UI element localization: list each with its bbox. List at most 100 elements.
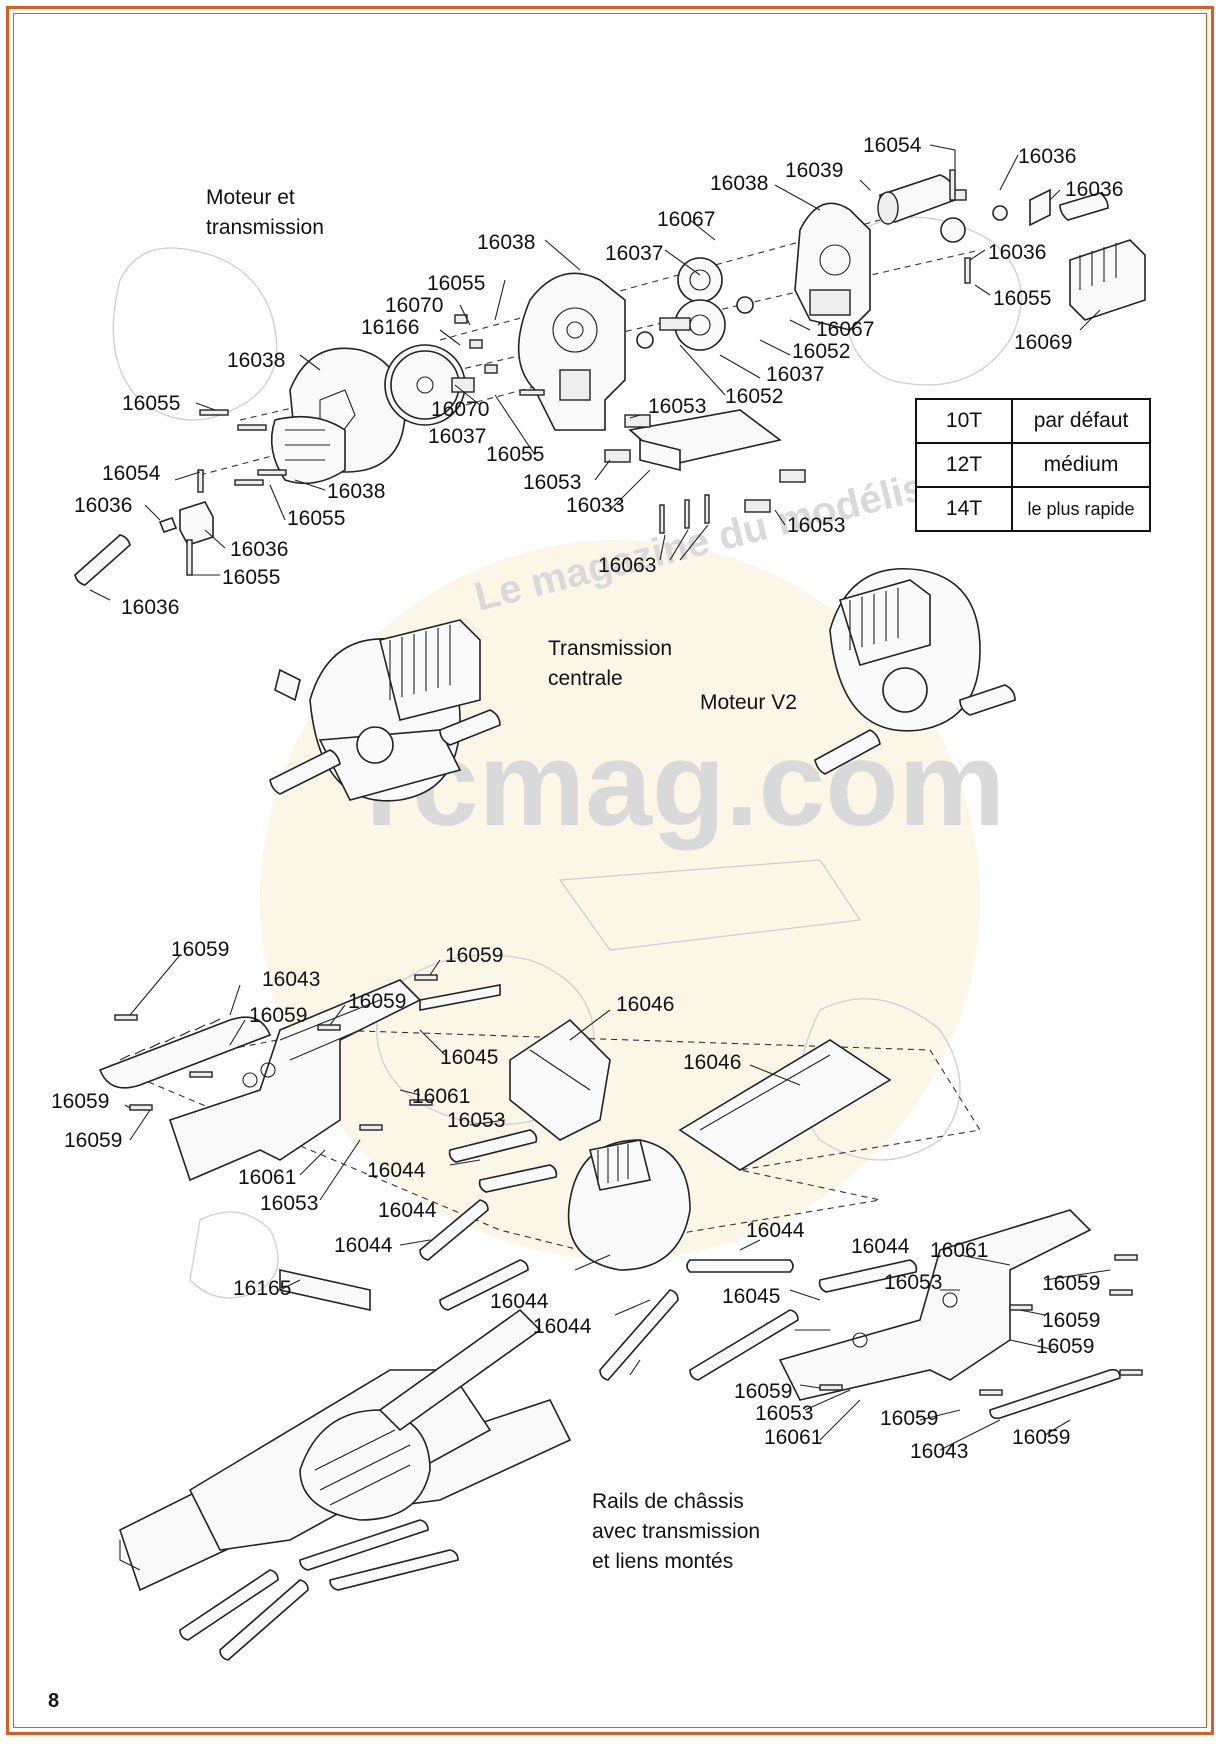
part-label: 16061 (238, 1166, 296, 1189)
motor-end-parts (940, 169, 1109, 284)
part-label: 16043 (262, 968, 320, 991)
part-label: 16165 (233, 1277, 291, 1300)
small-hardware-left (74, 314, 545, 586)
part-label: 16045 (440, 1046, 498, 1069)
part-label: 16038 (327, 480, 385, 503)
part-label: 16053 (648, 395, 706, 418)
part-label: 16061 (930, 1239, 988, 1262)
part-label: 16059 (249, 1004, 307, 1027)
part-label: 16061 (764, 1426, 822, 1449)
page-number: 8 (48, 1690, 60, 1712)
part-label: 16036 (230, 538, 288, 561)
part-label: 16067 (657, 208, 715, 231)
part-label: 16038 (477, 231, 535, 254)
part-label: 16053 (260, 1192, 318, 1215)
part-label: 16044 (334, 1234, 393, 1257)
part-label: 16053 (884, 1271, 942, 1294)
motor-v2-assembled (814, 568, 1016, 775)
part-label: 16055 (122, 392, 180, 415)
motor-gearbox-exploded (74, 144, 1146, 601)
part-label: 16059 (1012, 1426, 1070, 1449)
gear-teeth: 14T (915, 486, 1013, 532)
part-label: 16063 (598, 554, 656, 577)
part-label: 16059 (348, 990, 406, 1013)
gear-table-row: 10T par défaut (915, 398, 1151, 444)
section-central-line2: centrale (548, 667, 623, 690)
part-label: 16059 (734, 1380, 792, 1403)
heatsink (1069, 239, 1146, 321)
part-label: 16059 (1036, 1335, 1094, 1358)
part-label: 16070 (431, 398, 489, 421)
part-label: 16055 (222, 566, 280, 589)
page-border-inner (13, 13, 1207, 1728)
section-rails-line3: et liens montés (592, 1550, 733, 1573)
part-label: 16044 (490, 1290, 549, 1313)
part-label: 16044 (533, 1315, 592, 1338)
part-label: 16036 (1065, 178, 1123, 201)
part-label: 16044 (851, 1235, 910, 1258)
section-motor-line1: Moteur et (206, 186, 295, 209)
gear-speed-label: médium (1011, 442, 1151, 488)
part-label: 16059 (1042, 1309, 1100, 1332)
part-label: 16059 (51, 1090, 109, 1113)
part-label: 16059 (880, 1407, 938, 1430)
page-border-outer (6, 6, 1214, 1735)
part-label: 16070 (385, 294, 443, 317)
gear-table-row: 14T le plus rapide (915, 486, 1151, 532)
gearbox-housing-right (794, 202, 871, 331)
part-label: 16044 (367, 1159, 426, 1182)
part-label: 16055 (993, 287, 1051, 310)
part-label: 16069 (1014, 331, 1072, 354)
spur-gear (384, 344, 475, 426)
part-label: 16053 (523, 471, 581, 494)
central-transmission-assembled (269, 619, 501, 802)
part-label: 16166 (361, 316, 419, 339)
part-label: 16059 (171, 938, 229, 961)
section-rails-line2: avec transmission (592, 1520, 760, 1543)
part-labels: 16054 16036 16039 16038 16036 16067 1603… (51, 134, 1123, 1463)
pinion-gear-table: 10T par défaut 12T médium 14T le plus ra… (915, 398, 1151, 532)
pinion-gears (636, 257, 754, 351)
part-label: 16038 (227, 349, 285, 372)
part-label: 16055 (287, 507, 345, 530)
section-motor-v2: Moteur V2 (700, 691, 797, 714)
gear-speed-label: le plus rapide (1011, 486, 1151, 532)
assembled-chassis (119, 1308, 572, 1661)
part-label: 16055 (427, 272, 485, 295)
part-label: 16053 (755, 1402, 813, 1425)
part-label: 16054 (863, 134, 922, 157)
part-label: 16053 (787, 514, 845, 537)
chassis-exploded (98, 954, 1143, 1451)
section-rails-line1: Rails de châssis (592, 1490, 744, 1513)
part-label: 16044 (378, 1199, 437, 1222)
part-label: 16036 (988, 241, 1046, 264)
part-label: 16059 (64, 1129, 122, 1152)
part-label: 16067 (816, 318, 874, 341)
part-label: 16036 (1018, 145, 1076, 168)
part-label: 16053 (447, 1109, 505, 1132)
part-label: 16045 (722, 1285, 780, 1308)
part-label: 16061 (412, 1085, 470, 1108)
part-label: 16044 (746, 1219, 805, 1242)
part-label: 16046 (616, 993, 674, 1016)
part-label: 16052 (725, 385, 783, 408)
part-label: 16052 (792, 340, 850, 363)
gear-speed-label: par défaut (1011, 398, 1151, 444)
part-label: 16037 (428, 425, 486, 448)
part-label: 16039 (785, 159, 843, 182)
part-label: 16046 (683, 1051, 741, 1074)
gear-cover (270, 347, 406, 485)
part-label: 16033 (566, 494, 624, 517)
part-label: 16036 (74, 494, 132, 517)
gear-table-row: 12T médium (915, 442, 1151, 488)
watermark-site: rcmag.com (365, 717, 1005, 851)
part-label: 16055 (486, 443, 544, 466)
part-label: 16054 (102, 462, 161, 485)
gear-teeth: 10T (915, 398, 1013, 444)
part-label: 16038 (710, 172, 768, 195)
part-label: 16036 (121, 596, 179, 619)
motor-mount (604, 409, 806, 534)
part-label: 16059 (445, 944, 503, 967)
section-central-line1: Transmission (548, 637, 672, 660)
